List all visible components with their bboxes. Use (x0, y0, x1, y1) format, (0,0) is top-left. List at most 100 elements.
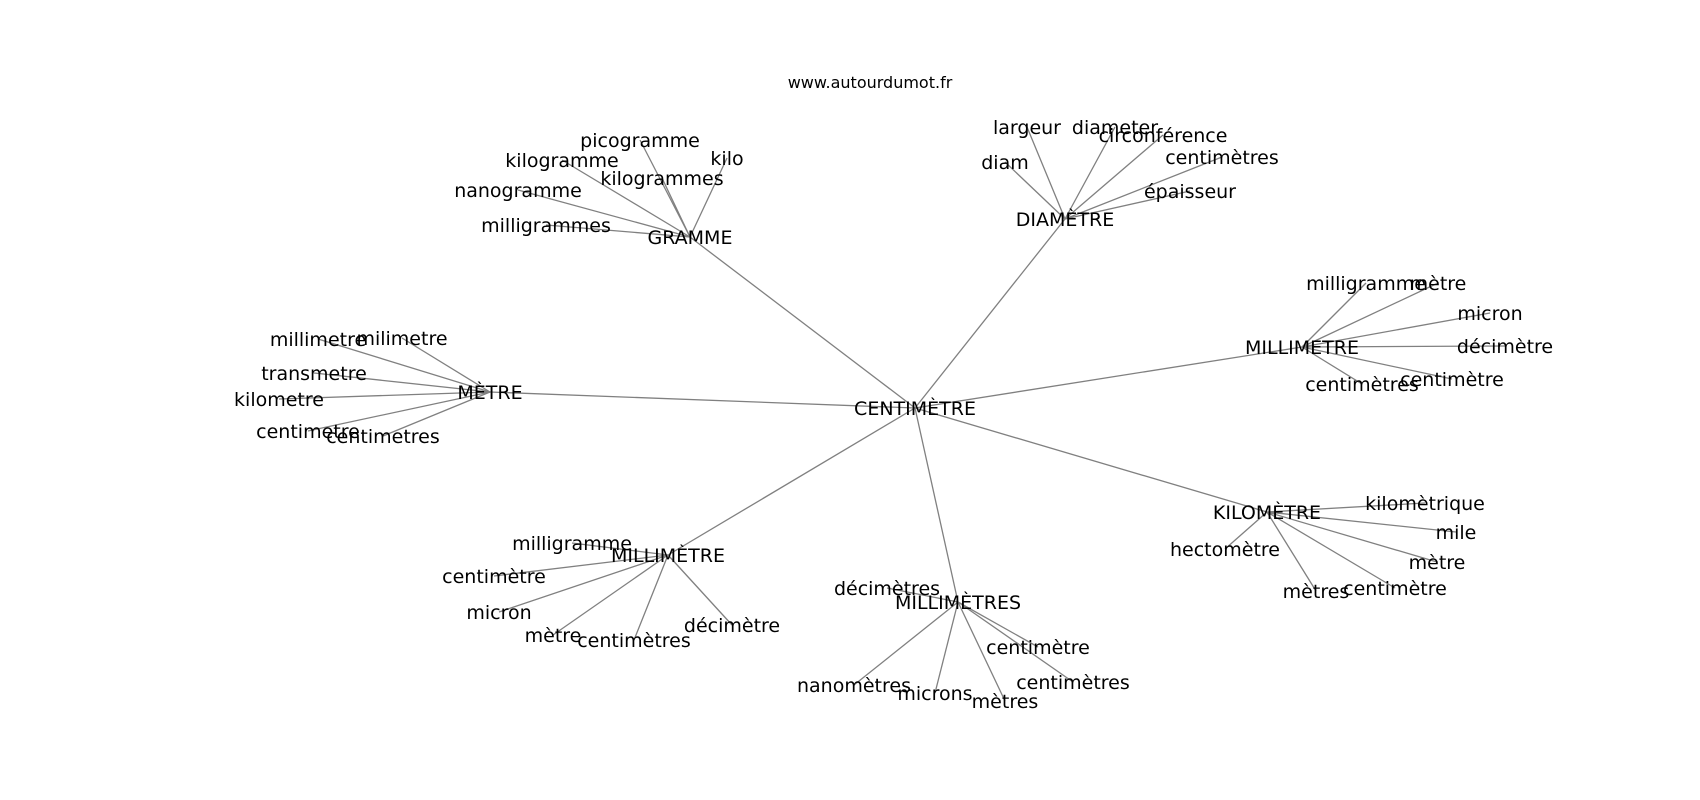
leaf-word[interactable]: centimètre (442, 566, 546, 588)
leaf-word[interactable]: kilometre (234, 389, 324, 411)
leaf-word[interactable]: milimetre (356, 328, 447, 350)
edge-hub-leaf (1064, 190, 1191, 220)
leaf-word[interactable]: diam (981, 152, 1029, 174)
edge-hub-leaf (633, 554, 669, 641)
edge-hub-leaf (317, 338, 491, 393)
hub-word[interactable]: MILLIMÈTRE (611, 544, 725, 567)
leaf-word[interactable]: micron (1457, 303, 1522, 325)
edge-hub-leaf (667, 554, 733, 626)
edge-root-hub (914, 218, 1066, 409)
edge-hub-leaf (1301, 346, 1363, 385)
leaf-word[interactable]: décimètres (834, 578, 940, 600)
leaf-word[interactable]: centimètres (1305, 374, 1419, 396)
edge-hub-leaf (957, 601, 1006, 702)
edge-hub-leaf (401, 337, 491, 393)
edge-hub-leaf (957, 601, 1074, 683)
edge-hub-leaf (1266, 511, 1438, 563)
edge-hub-leaf (545, 224, 691, 238)
leaf-word[interactable]: centimètres (1165, 147, 1279, 169)
leaf-word[interactable]: hectomètre (1170, 539, 1280, 561)
leaf-word[interactable]: microns (897, 683, 972, 705)
hub-word[interactable]: MÈTRE (457, 381, 522, 404)
edge-hub-leaf (552, 554, 669, 636)
edge-root-hub (914, 407, 959, 603)
edge-hub-leaf (1301, 282, 1367, 348)
leaf-word[interactable]: centimètres (577, 630, 691, 652)
leaf-word[interactable]: centimètre (1343, 578, 1447, 600)
leaf-word[interactable]: centimetres (326, 426, 440, 448)
edge-root-hub (489, 391, 916, 409)
leaf-word[interactable]: décimètre (684, 615, 780, 637)
edge-hub-leaf (853, 601, 959, 686)
edge-hub-leaf (661, 177, 691, 238)
leaf-word[interactable]: picogramme (580, 130, 700, 152)
edge-hub-leaf (1266, 511, 1457, 533)
leaf-word[interactable]: mètre (1409, 552, 1466, 574)
hub-word[interactable]: GRAMME (648, 227, 733, 249)
edge-hub-leaf (307, 391, 491, 432)
leaf-word[interactable]: mètres (972, 691, 1039, 713)
edge-hub-leaf (1004, 161, 1066, 220)
leaf-word[interactable]: kilo (710, 148, 743, 170)
leaf-word[interactable]: centimètres (1016, 672, 1130, 694)
edge-hub-leaf (1301, 345, 1506, 348)
leaf-word[interactable]: mètres (1283, 581, 1350, 603)
site-credit: www.autourdumot.fr (788, 73, 953, 92)
edge-root-hub (914, 346, 1303, 409)
leaf-word[interactable]: centimetre (256, 421, 360, 443)
edge-hub-leaf (1301, 282, 1439, 348)
leaf-word[interactable]: décimètre (1457, 336, 1553, 358)
leaf-word[interactable]: kilomètrique (1365, 493, 1485, 515)
leaf-word[interactable]: centimètre (986, 637, 1090, 659)
edge-hub-leaf (886, 587, 959, 603)
root-word[interactable]: CENTIMÈTRE (854, 397, 976, 420)
leaf-word[interactable]: nanogramme (454, 180, 582, 202)
edge-hub-leaf (689, 157, 728, 238)
edge-hub-leaf (1266, 511, 1317, 592)
edge-hub-leaf (571, 542, 669, 556)
hub-word[interactable]: DIAMÈTRE (1016, 208, 1114, 231)
edge-hub-leaf (1301, 346, 1453, 380)
edge-root-hub (914, 407, 1268, 513)
edge-hub-leaf (561, 159, 691, 238)
leaf-word[interactable]: transmetre (261, 363, 367, 385)
graph-edges (278, 126, 1506, 702)
leaf-word[interactable]: épaisseur (1144, 181, 1236, 203)
edge-hub-leaf (1301, 312, 1491, 348)
leaf-word[interactable]: micron (466, 602, 531, 624)
edge-hub-leaf (493, 554, 669, 577)
edge-hub-leaf (278, 391, 491, 400)
leaf-word[interactable]: mètre (525, 625, 582, 647)
leaf-word[interactable]: mile (1436, 522, 1477, 544)
edge-hub-leaf (1266, 502, 1426, 513)
edge-hub-leaf (957, 601, 1039, 648)
leaf-word[interactable]: circonférence (1099, 125, 1228, 147)
edge-root-hub (667, 407, 916, 556)
edge-hub-leaf (1266, 511, 1396, 589)
leaf-word[interactable]: milligramme (1306, 273, 1426, 295)
edge-hub-leaf (1064, 126, 1116, 220)
edge-hub-leaf (498, 554, 669, 613)
edge-hub-leaf (1064, 156, 1223, 220)
edge-hub-leaf (313, 372, 491, 393)
leaf-word[interactable]: centimètre (1400, 369, 1504, 391)
edge-hub-leaf (1224, 511, 1268, 550)
leaf-word[interactable]: diameter (1072, 117, 1158, 139)
edge-hub-leaf (1026, 126, 1066, 220)
leaf-word[interactable]: nanomètres (797, 675, 911, 697)
edge-hub-leaf (1064, 134, 1164, 220)
hub-word[interactable]: MILLIMETRE (1245, 337, 1359, 359)
leaf-word[interactable]: largeur (993, 117, 1061, 139)
leaf-word[interactable]: kilogrammes (600, 168, 723, 190)
hub-word[interactable]: KILOMÈTRE (1213, 501, 1321, 524)
hub-word[interactable]: MILLIMÈTRES (895, 591, 1021, 614)
leaf-word[interactable]: millimetre (270, 329, 366, 351)
edge-hub-leaf (382, 391, 491, 437)
edge-root-hub (689, 236, 916, 409)
leaf-word[interactable]: mètre (1410, 273, 1467, 295)
leaf-word[interactable]: milligramme (512, 533, 632, 555)
leaf-word[interactable]: milligrammes (481, 215, 611, 237)
leaf-word[interactable]: kilogramme (505, 150, 618, 172)
